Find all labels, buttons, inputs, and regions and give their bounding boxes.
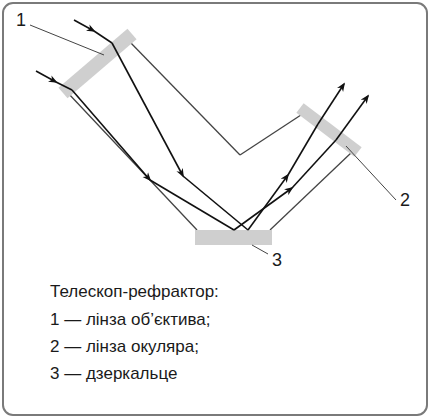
- light-rays: [36, 20, 368, 230]
- legend-line: 1 — лінза об’єктива;: [50, 310, 211, 330]
- caption: Телескоп-рефрактор:: [50, 282, 219, 302]
- legend-line: 2 — лінза окуляра;: [50, 337, 199, 357]
- callout-number: 3: [272, 250, 282, 272]
- callout-number: 1: [16, 10, 26, 32]
- mirror: [195, 230, 272, 245]
- eyepiece-lens: [300, 108, 358, 152]
- leader-lines: [30, 25, 396, 254]
- frame: [3, 3, 427, 415]
- legend-line: 3 — дзеркальце: [50, 364, 177, 384]
- callout-number: 2: [400, 190, 410, 212]
- tube: [68, 40, 352, 230]
